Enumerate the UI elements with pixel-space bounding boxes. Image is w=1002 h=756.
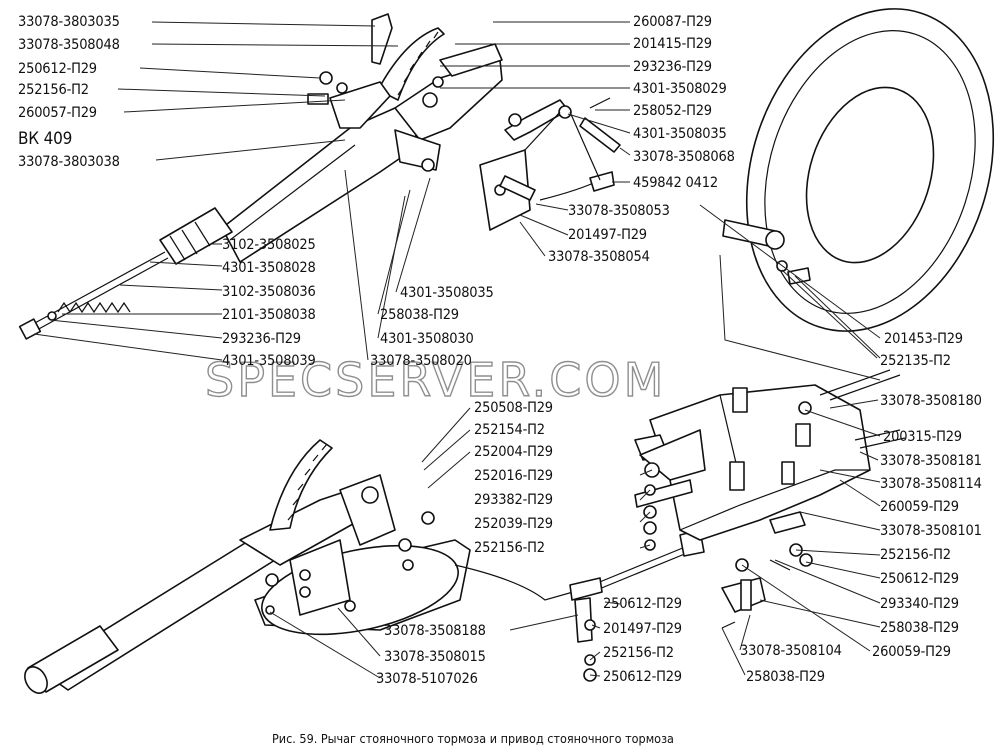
part-label: ВК 409 (18, 129, 72, 149)
part-label: 33078-3508180 (880, 393, 982, 409)
lever-bottom (24, 439, 471, 694)
part-label: 250612-П29 (880, 571, 959, 587)
part-label: 250612-П29 (18, 61, 97, 77)
part-label: 250612-П29 (603, 669, 682, 685)
part-label: 33078-3508054 (548, 249, 650, 265)
cable-bottom (454, 529, 705, 682)
part-label: 201497-П29 (568, 227, 647, 243)
part-label: 33078-3508181 (880, 453, 982, 469)
part-label: 252156-П2 (18, 82, 89, 98)
part-label: 258038-П29 (380, 307, 459, 323)
part-label: 293382-П29 (474, 492, 553, 508)
part-label: 33078-3508053 (568, 203, 670, 219)
part-label: 252004-П29 (474, 444, 553, 460)
part-label: 260087-П29 (633, 14, 712, 30)
watermark: SPECSERVER.COM (205, 353, 666, 407)
part-label: 33078-5107026 (376, 671, 478, 687)
part-label: 260057-П29 (18, 105, 97, 121)
part-label: 201497-П29 (603, 621, 682, 637)
part-label: 33078-3508104 (740, 643, 842, 659)
part-label: 258038-П29 (880, 620, 959, 636)
part-label: 252156-П2 (603, 645, 674, 661)
part-label: 252154-П2 (474, 422, 545, 438)
brake-drum (722, 8, 995, 332)
part-label: 33078-3508114 (880, 476, 982, 492)
part-label: 252156-П2 (474, 540, 545, 556)
cable-bracket-top (479, 97, 621, 231)
part-labels: 33078-3803035 33078-3508048 250612-П29 2… (18, 14, 982, 687)
part-label: 33078-3508020 (370, 353, 472, 369)
part-label: 258038-П29 (746, 669, 825, 685)
part-label: 250508-П29 (474, 400, 553, 416)
part-label: 459842 0412 (633, 175, 718, 191)
part-label: 4301-3508039 (222, 353, 316, 369)
part-label: 33078-3803035 (18, 14, 120, 30)
part-label: 250612-П29 (603, 596, 682, 612)
part-label: 3102-3508025 (222, 237, 316, 253)
part-label: 252135-П2 (880, 353, 951, 369)
part-label: 4301-3508035 (633, 126, 727, 142)
equalizer-body (634, 369, 906, 629)
part-label: 201415-П29 (633, 36, 712, 52)
part-label: 200315-П29 (883, 429, 962, 445)
part-label: 293236-П29 (222, 331, 301, 347)
part-label: 252039-П29 (474, 516, 553, 532)
part-label: 4301-3508030 (380, 331, 474, 347)
part-label: 252156-П2 (880, 547, 951, 563)
part-label: 260059-П29 (872, 644, 951, 660)
figure-caption: Рис. 59. Рычаг стояночного тормоза и при… (272, 731, 674, 746)
part-label: 4301-3508029 (633, 81, 727, 97)
part-label: 33078-3508015 (384, 649, 486, 665)
leader-lines (33, 21, 881, 679)
part-label: 2101-3508038 (222, 307, 316, 323)
part-label: 33078-3508101 (880, 523, 982, 539)
part-label: 293340-П29 (880, 596, 959, 612)
part-label: 252016-П29 (474, 468, 553, 484)
part-label: 3102-3508036 (222, 284, 316, 300)
part-label: 33078-3508068 (633, 149, 735, 165)
part-label: 33078-3508048 (18, 37, 120, 53)
part-label: 4301-3508035 (400, 285, 494, 301)
part-label: 260059-П29 (880, 499, 959, 515)
part-label: 4301-3508028 (222, 260, 316, 276)
part-label: 33078-3508188 (384, 623, 486, 639)
part-label: 293236-П29 (633, 59, 712, 75)
part-label: 33078-3803038 (18, 154, 120, 170)
part-label: 201453-П29 (884, 331, 963, 347)
part-label: 258052-П29 (633, 103, 712, 119)
